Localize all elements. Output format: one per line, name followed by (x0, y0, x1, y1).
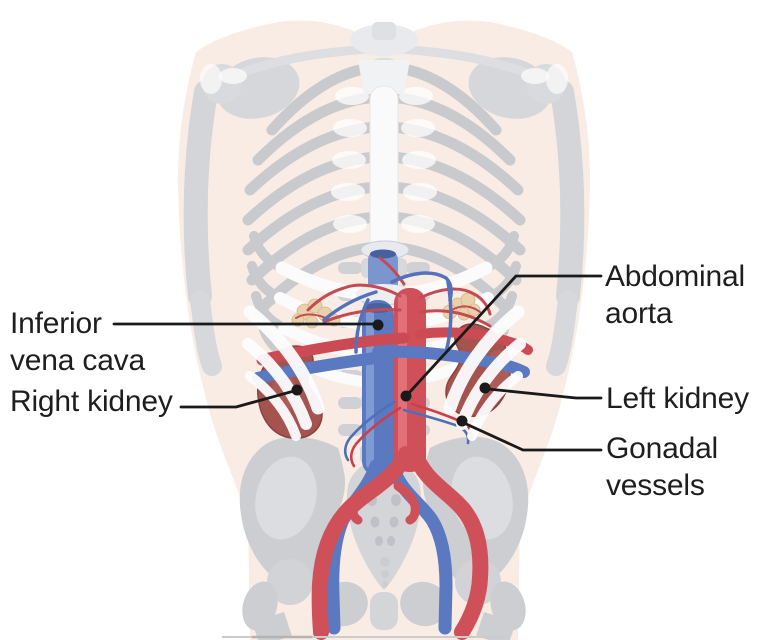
left-common-iliac-artery (311, 446, 414, 640)
ivc-highlight (366, 306, 374, 468)
right-pubis (400, 581, 448, 627)
sternum (369, 85, 399, 265)
sacral-foramen (387, 536, 395, 546)
gonadal-vein-left (343, 400, 396, 462)
floating-ribs-right (443, 305, 526, 441)
sacral-foramen (375, 536, 383, 546)
cervical-vertebra (372, 22, 396, 40)
leader-line-gonadal-vessels (462, 421, 603, 452)
cartilage-nub (333, 119, 367, 137)
pubic-symphysis (370, 592, 398, 630)
sacral-foramen (391, 494, 401, 506)
sacral-foramen (389, 516, 399, 528)
right-forearm (546, 290, 578, 376)
cartilage-nub (331, 183, 365, 201)
vein-branch (322, 290, 378, 322)
label-inferior-vena-cava: Inferior vena cava (10, 307, 145, 377)
floating-rib (243, 305, 325, 415)
floating-rib (456, 338, 526, 430)
left-iliac-fossa (255, 456, 317, 540)
vein-branch (444, 280, 453, 354)
left-femur-head (267, 559, 313, 605)
left-arm-bones (183, 43, 383, 376)
label-abdominal-aorta: Abdominal aorta (605, 260, 745, 330)
left-humerus-highlight (200, 64, 222, 94)
artery-branch (306, 283, 402, 312)
cartilage-nub (399, 87, 433, 105)
left-humerus (183, 80, 218, 308)
cartilage-nub (332, 151, 366, 169)
coccyx (382, 581, 388, 587)
cartilage-nub (333, 215, 367, 233)
right-humerus (550, 80, 585, 308)
coccyx (380, 557, 390, 567)
cartilage-nub (402, 151, 436, 169)
artery-branch (378, 256, 406, 286)
iliac-arteries (311, 444, 489, 640)
aorta-highlight (398, 294, 407, 462)
leader-dot-left-kidney (479, 382, 491, 394)
ivc-stub (368, 250, 398, 294)
manubrium (358, 60, 410, 94)
right-femur-shaft (476, 612, 516, 640)
leader-dot-abdominal-aorta (400, 390, 412, 402)
floating-rib (443, 305, 525, 415)
artery-branch (418, 309, 492, 328)
right-acromion-highlight (521, 68, 549, 84)
right-humerus-highlight (546, 64, 568, 94)
label-right-kidney: Right kidney (10, 385, 173, 418)
right-internal-iliac-stub (393, 481, 420, 525)
artery-branch (451, 305, 481, 313)
label-gonadal-vessels: Gonadal vessels (606, 432, 719, 502)
floating-rib (245, 371, 301, 441)
cartilage-nub (401, 119, 435, 137)
left-forearm (190, 290, 222, 376)
leader-dot-right-kidney (291, 384, 303, 396)
coccyx (381, 570, 389, 578)
left-internal-iliac-stub (348, 483, 375, 525)
right-arm-bones (385, 43, 585, 376)
cartilage-nub (403, 183, 437, 201)
sacral-foramen (370, 516, 380, 528)
floating-ribs-left (242, 305, 325, 441)
left-renal-vein (372, 345, 530, 378)
leader-dot-inferior-vena-cava (372, 319, 384, 331)
pelvis (239, 436, 529, 640)
leader-dot-gonadal-vessels (456, 415, 468, 427)
leader-line-left-kidney (486, 387, 603, 400)
right-common-iliac-artery (406, 444, 489, 640)
left-femur-shaft (252, 612, 292, 640)
leader-line-right-kidney (179, 389, 296, 409)
adrenal-lobule (305, 315, 319, 329)
floating-rib (242, 338, 312, 430)
sternal-cartilage-nubs (331, 87, 437, 233)
floating-rib (467, 371, 523, 441)
label-left-kidney: Left kidney (606, 382, 749, 415)
cartilage-nub (401, 215, 435, 233)
gonadal-artery-left (349, 406, 402, 468)
leader-line-abdominal-aorta (406, 274, 603, 396)
leader-lines-layer (112, 274, 603, 452)
left-acromion-highlight (219, 68, 247, 84)
cartilage-nub (335, 87, 369, 105)
ivc-stub-rim (370, 249, 396, 259)
